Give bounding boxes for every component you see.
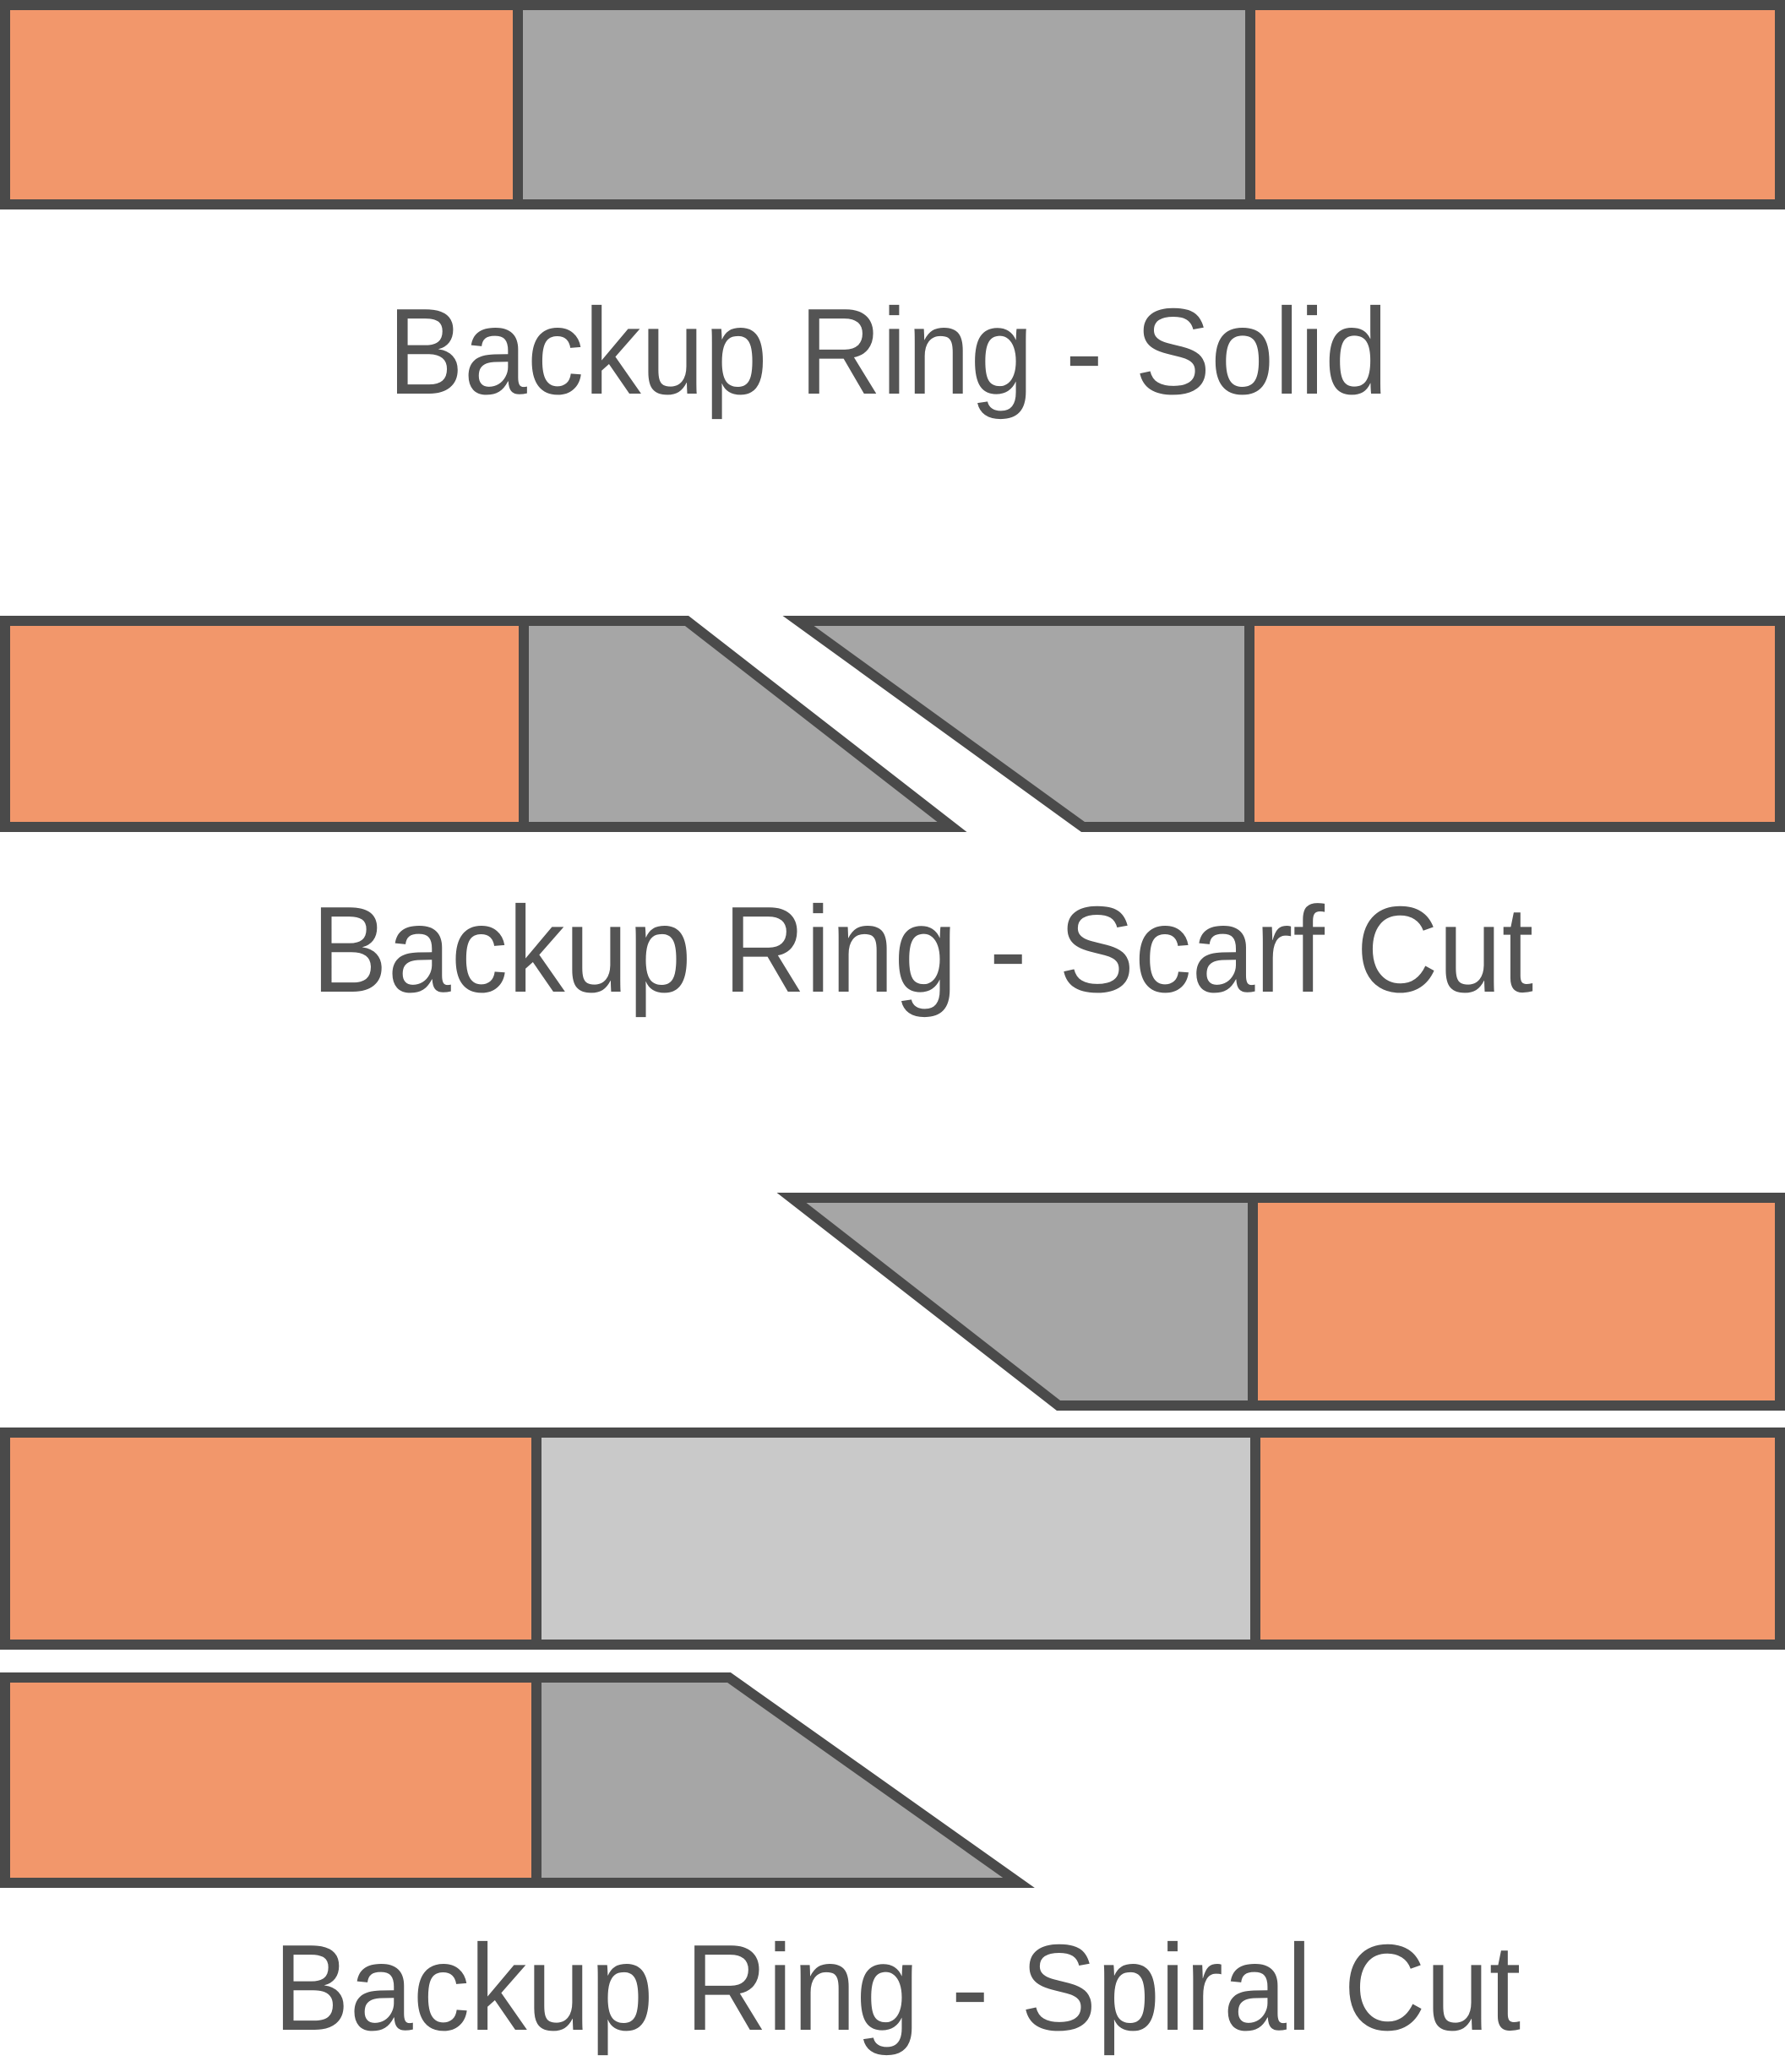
spiral-middle-light-gray-segment — [531, 1428, 1260, 1650]
spiral-top-orange-segment — [1248, 1193, 1785, 1411]
spiral-middle-right-orange-segment — [1250, 1428, 1785, 1650]
solid-ring-label: Backup Ring - Solid — [388, 282, 1388, 420]
scarf-right-gray-wedge — [782, 616, 1254, 832]
spiral-cut-section: Backup Ring - Spiral Cut — [0, 1193, 1785, 2056]
solid-ring-right-orange-segment — [1245, 0, 1785, 209]
spiral-cut-label: Backup Ring - Spiral Cut — [274, 1918, 1521, 2056]
scarf-cut-label: Backup Ring - Scarf Cut — [312, 880, 1533, 1018]
spiral-bottom-orange-segment — [0, 1672, 541, 1888]
solid-ring-left-orange-segment — [0, 0, 523, 209]
scarf-left-orange-segment — [0, 616, 529, 832]
scarf-right-orange-segment — [1244, 616, 1785, 832]
scarf-left-gray-wedge — [519, 616, 967, 832]
spiral-bottom-gray-wedge — [531, 1672, 1035, 1888]
scarf-cut-section: Backup Ring - Scarf Cut — [0, 616, 1785, 1018]
spiral-top-gray-wedge — [776, 1193, 1258, 1411]
spiral-middle-left-orange-segment — [0, 1428, 541, 1650]
solid-backup-ring-segment — [513, 0, 1255, 209]
solid-ring-section: Backup Ring - Solid — [0, 0, 1785, 420]
